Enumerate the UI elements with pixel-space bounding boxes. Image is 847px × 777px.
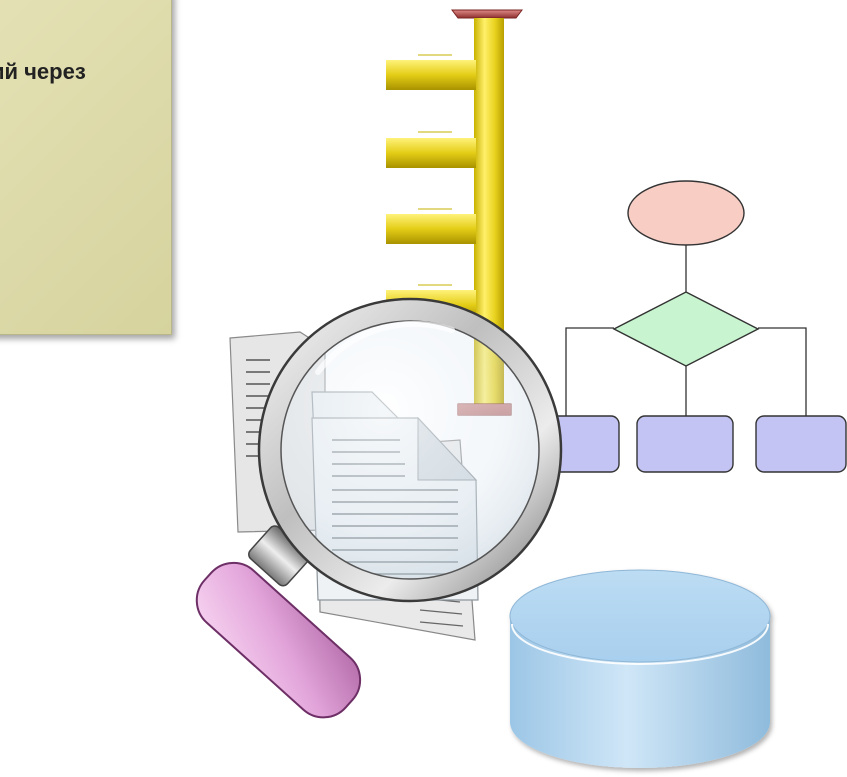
lens-rim	[259, 299, 561, 601]
flow-process-node	[636, 415, 734, 473]
magnifying-glass-icon	[195, 297, 563, 719]
note-text: ий через	[0, 59, 86, 84]
note-panel: ий через	[0, 0, 172, 335]
flow-start-node	[627, 180, 745, 246]
ruler-top-cap	[451, 9, 523, 19]
database-cylinder-icon	[509, 569, 771, 768]
lens-glass	[278, 318, 542, 582]
flow-decision-node	[612, 291, 760, 367]
flow-process-node	[755, 415, 847, 473]
flowchart-icon	[546, 180, 847, 473]
ruler-ticks	[386, 54, 476, 320]
